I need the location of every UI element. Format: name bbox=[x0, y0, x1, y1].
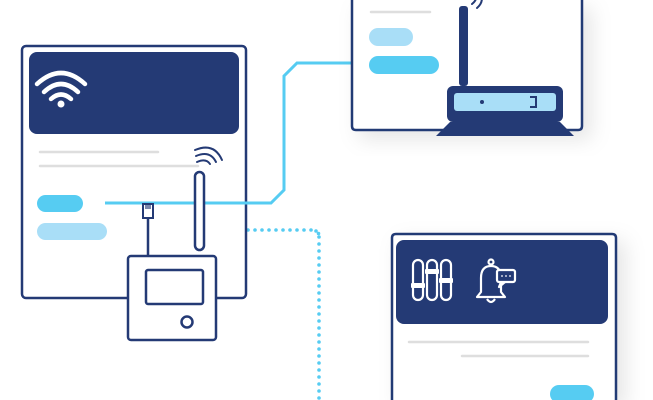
connection-dot bbox=[317, 396, 321, 400]
connection-dot bbox=[317, 277, 321, 281]
bottom-right-card bbox=[390, 232, 618, 400]
connection-dot bbox=[317, 389, 321, 393]
connection-dot bbox=[317, 235, 321, 239]
solid-connection bbox=[105, 61, 352, 205]
connection-dot bbox=[317, 291, 321, 295]
connection-dot bbox=[274, 228, 278, 232]
connection-dot bbox=[317, 256, 321, 260]
connection-dot bbox=[317, 319, 321, 323]
sensor-button bbox=[180, 315, 194, 329]
connection-dot bbox=[317, 298, 321, 302]
router-port bbox=[530, 96, 537, 108]
router-led bbox=[480, 100, 484, 104]
sensor-screen bbox=[144, 268, 205, 306]
left-card-header bbox=[29, 52, 239, 134]
connection-dot bbox=[295, 228, 299, 232]
connection-dot bbox=[316, 231, 321, 236]
connection-dot bbox=[309, 228, 313, 232]
left-card-text-lines bbox=[38, 150, 200, 168]
sensor-antenna bbox=[193, 170, 206, 252]
connection-dot bbox=[317, 347, 321, 351]
bottom-right-card-primary-pill bbox=[550, 385, 594, 400]
bottom-right-card-text-lines bbox=[407, 340, 590, 358]
connection-dot bbox=[317, 270, 321, 274]
connection-dot bbox=[314, 229, 318, 233]
top-right-card-secondary-pill bbox=[369, 28, 413, 46]
top-right-card-primary-pill bbox=[369, 56, 439, 74]
connection-dot bbox=[317, 249, 321, 253]
bell-chat-icon bbox=[475, 258, 517, 304]
top-right-card bbox=[350, 0, 584, 136]
connection-dot bbox=[253, 228, 257, 232]
connection-dot bbox=[281, 228, 285, 232]
router-feet bbox=[436, 122, 574, 136]
left-card-primary-pill bbox=[37, 195, 83, 212]
wireless-router bbox=[436, 0, 574, 136]
connection-dot bbox=[317, 375, 321, 379]
router-panel bbox=[454, 93, 556, 111]
connection-dot bbox=[317, 284, 321, 288]
connection-dot bbox=[317, 333, 321, 337]
ethernet-plug-icon bbox=[142, 203, 154, 255]
connection-dot bbox=[317, 368, 321, 372]
sensor-device bbox=[126, 146, 223, 342]
left-card-secondary-pill bbox=[37, 223, 107, 240]
connection-dot bbox=[260, 228, 264, 232]
connection-dot bbox=[317, 305, 321, 309]
router-antenna bbox=[459, 6, 468, 86]
connection-dot bbox=[317, 382, 321, 386]
signal-waves-icon bbox=[471, 0, 483, 9]
sliders-icon bbox=[411, 258, 453, 302]
connection-dot bbox=[317, 263, 321, 267]
connection-dot bbox=[317, 312, 321, 316]
connection-dot bbox=[317, 326, 321, 330]
connection-dot bbox=[267, 228, 271, 232]
connection-dot bbox=[317, 354, 321, 358]
connection-dot bbox=[317, 361, 321, 365]
connection-dot bbox=[317, 340, 321, 344]
connection-dot bbox=[302, 228, 306, 232]
connection-dot bbox=[288, 228, 292, 232]
connection-dot bbox=[317, 242, 321, 246]
wifi-icon bbox=[34, 70, 88, 108]
left-card bbox=[20, 44, 248, 300]
signal-waves-icon bbox=[194, 146, 223, 165]
